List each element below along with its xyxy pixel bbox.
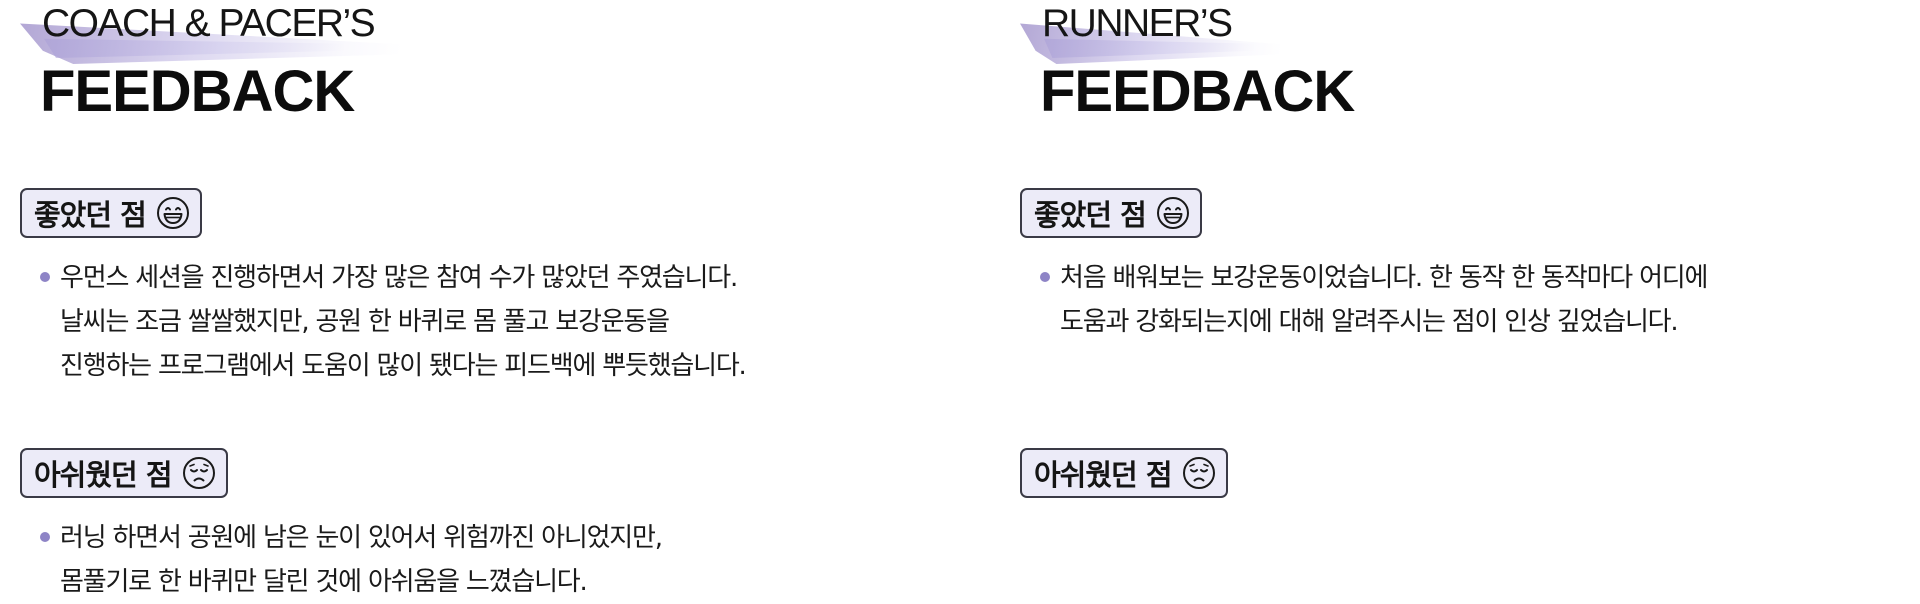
good-points-list: 처음 배워보는 보강운동이었습니다. 한 동작 한 동작마다 어디에 도움과 강…: [1040, 256, 1708, 344]
coach-pacer-feedback-section: COACH & PACER’S FEEDBACK 좋았던 점 우먼스 세션을 진…: [20, 2, 747, 604]
regret-points-label: 아쉬웠던 점: [34, 458, 172, 492]
good-points-line: 도움과 강화되는지에 대해 알려주시는 점이 인상 깊었습니다.: [1060, 307, 1679, 337]
regret-points-line: 러닝 하면서 공원에 남은 눈이 있어서 위험까진 아니었지만,: [60, 523, 663, 553]
regret-points-list: 러닝 하면서 공원에 남은 눈이 있어서 위험까진 아니었지만, 몸풀기로 한 …: [40, 516, 663, 604]
good-points-line: 우먼스 세션을 진행하면서 가장 많은 참여 수가 많았던 주였습니다.: [60, 263, 738, 293]
grinning-face-icon: [156, 197, 189, 229]
regret-points-badge: 아쉬웠던 점: [20, 448, 228, 498]
sad-face-icon: [1182, 457, 1215, 489]
sad-face-icon: [182, 457, 215, 489]
heading-title: FEEDBACK: [1040, 59, 1355, 124]
good-points-badge: 좋았던 점: [1020, 188, 1202, 238]
list-item: 우먼스 세션을 진행하면서 가장 많은 참여 수가 많았던 주였습니다. 날씨는…: [40, 256, 747, 388]
list-item: 처음 배워보는 보강운동이었습니다. 한 동작 한 동작마다 어디에 도움과 강…: [1040, 256, 1708, 344]
grinning-face-icon: [1156, 197, 1189, 229]
good-points-line: 처음 배워보는 보강운동이었습니다. 한 동작 한 동작마다 어디에: [1060, 263, 1708, 293]
regret-points-badge: 아쉬웠던 점: [1020, 448, 1228, 498]
heading-subtitle: RUNNER’S: [1042, 2, 1233, 45]
good-points-list: 우먼스 세션을 진행하면서 가장 많은 참여 수가 많았던 주였습니다. 날씨는…: [40, 256, 747, 388]
heading-title: FEEDBACK: [40, 59, 355, 124]
regret-points-label: 아쉬웠던 점: [1034, 458, 1172, 492]
bullet-dot: [40, 532, 50, 542]
good-points-line: 진행하는 프로그램에서 도움이 많이 됐다는 피드백에 뿌듯했습니다.: [60, 351, 747, 381]
good-points-line: 날씨는 조금 쌀쌀했지만, 공원 한 바퀴로 몸 풀고 보강운동을: [60, 307, 670, 337]
bullet-dot: [40, 272, 50, 282]
good-points-badge: 좋았던 점: [20, 188, 202, 238]
regret-points-line: 몸풀기로 한 바퀴만 달린 것에 아쉬움을 느꼈습니다.: [60, 567, 588, 597]
list-item: 러닝 하면서 공원에 남은 눈이 있어서 위험까진 아니었지만, 몸풀기로 한 …: [40, 516, 663, 604]
good-points-label: 좋았던 점: [34, 198, 147, 232]
bullet-dot: [1040, 272, 1050, 282]
runner-feedback-section: RUNNER’S FEEDBACK 좋았던 점 처음 배워보는 보강운동이었습니…: [1000, 0, 1920, 604]
good-points-label: 좋았던 점: [1034, 198, 1147, 232]
heading-subtitle: COACH & PACER’S: [42, 2, 376, 45]
